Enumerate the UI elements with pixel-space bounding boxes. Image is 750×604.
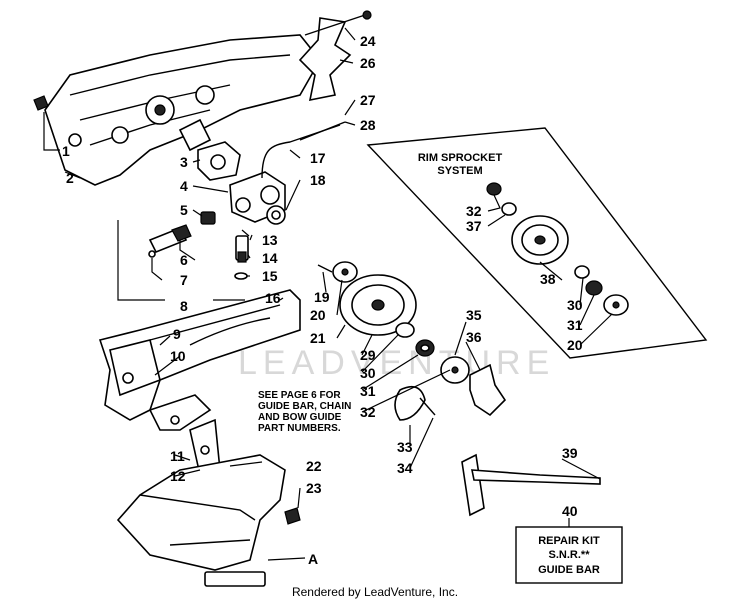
callout-21: 21 (310, 330, 326, 346)
callout-1: 1 (62, 143, 70, 159)
clutch-hub-36 (469, 363, 507, 417)
callout-7: 7 (180, 272, 188, 288)
callout-a: A (308, 551, 318, 567)
callout-27: 27 (360, 92, 376, 108)
callout-36: 36 (466, 329, 482, 345)
oil-pump-bracket (197, 141, 241, 181)
callout-40: 40 (562, 503, 578, 519)
note-line3: AND BOW GUIDE (258, 412, 342, 423)
ball-7 (148, 250, 156, 258)
callout-4: 4 (180, 178, 188, 194)
callout-31-rim: 31 (567, 317, 583, 333)
o-ring-15 (234, 272, 248, 280)
callout-20: 20 (310, 307, 326, 323)
callout-8: 8 (180, 298, 188, 314)
callout-14: 14 (262, 250, 278, 266)
clutch-cover (116, 454, 286, 587)
bar-plate (98, 289, 301, 421)
engine-housing (44, 34, 321, 186)
callout-24: 24 (360, 33, 376, 49)
callout-9: 9 (173, 326, 181, 342)
callout-23: 23 (306, 480, 322, 496)
note-line4: PART NUMBERS. (258, 423, 341, 434)
screw-19 (317, 264, 333, 273)
callout-3: 3 (180, 154, 188, 170)
callout-13: 13 (262, 232, 278, 248)
callout-31: 31 (360, 383, 376, 399)
callout-32: 32 (360, 404, 376, 420)
washer-20 (332, 261, 358, 283)
callout-12: 12 (170, 468, 186, 484)
callout-26: 26 (360, 55, 376, 71)
rim-bearing-30 (574, 265, 590, 279)
clutch-drum-21 (339, 274, 417, 336)
fitting-14 (235, 235, 249, 263)
repair-kit-line2: S.N.R.** (549, 549, 591, 561)
callout-20-rim: 20 (567, 337, 583, 353)
callout-29: 29 (360, 347, 376, 363)
piston-6 (148, 224, 192, 254)
callout-6: 6 (180, 252, 188, 268)
clutch-shoe-33 (394, 385, 436, 421)
callout-labels: 1 2 3 4 5 6 7 8 9 10 11 12 13 14 15 16 1… (62, 33, 583, 567)
callout-30-rim: 30 (567, 297, 583, 313)
note-line1: SEE PAGE 6 FOR (258, 390, 341, 401)
pump-gear-5 (200, 211, 216, 225)
callout-10: 10 (170, 348, 186, 364)
rim-drum-38 (511, 215, 569, 265)
repair-kit-line1: REPAIR KIT (538, 535, 600, 547)
callout-39: 39 (562, 445, 578, 461)
bolt-1 (33, 95, 49, 111)
washer-35 (440, 356, 470, 384)
side-plate-9 (109, 339, 161, 397)
callout-38: 38 (540, 271, 556, 287)
watermark-text: LEADVENTURE (238, 344, 555, 382)
leader-lines (43, 27, 613, 561)
callout-18: 18 (310, 172, 326, 188)
rim-box-title-line1: RIM SPROCKET (418, 152, 503, 164)
sprocket-31 (415, 339, 435, 357)
footer-credit: Rendered by LeadVenture, Inc. (291, 585, 459, 599)
deflector-plate (298, 17, 352, 102)
rim-bearing-32 (486, 182, 502, 196)
rim-sprocket-31 (585, 280, 603, 296)
callout-37: 37 (466, 218, 482, 234)
oil-line (261, 121, 346, 179)
scrench-tool (461, 453, 601, 517)
nut-23 (284, 507, 301, 525)
note-line2: GUIDE BAR, CHAIN (258, 401, 351, 412)
rim-washer-37 (501, 202, 517, 216)
callout-35: 35 (466, 307, 482, 323)
screw-24 (304, 10, 372, 36)
callout-11: 11 (170, 448, 185, 464)
rim-sprocket-box (366, 127, 708, 359)
callout-19: 19 (314, 289, 330, 305)
guide-plate-11 (148, 394, 212, 431)
rim-washer-20 (603, 294, 629, 316)
bearing-30 (395, 322, 415, 338)
callout-2: 2 (66, 170, 74, 186)
repair-kit-line3: GUIDE BAR (538, 564, 600, 576)
callout-5: 5 (180, 202, 188, 218)
callout-17: 17 (310, 150, 326, 166)
rim-box-title-line2: SYSTEM (437, 165, 482, 177)
callout-33: 33 (397, 439, 413, 455)
callout-15: 15 (262, 268, 278, 284)
callout-28: 28 (360, 117, 376, 133)
seal-18 (266, 205, 286, 225)
callout-22: 22 (306, 458, 322, 474)
callout-30: 30 (360, 365, 376, 381)
callout-16: 16 (265, 290, 281, 306)
callout-32-rim: 32 (466, 203, 482, 219)
callout-34: 34 (397, 460, 413, 476)
